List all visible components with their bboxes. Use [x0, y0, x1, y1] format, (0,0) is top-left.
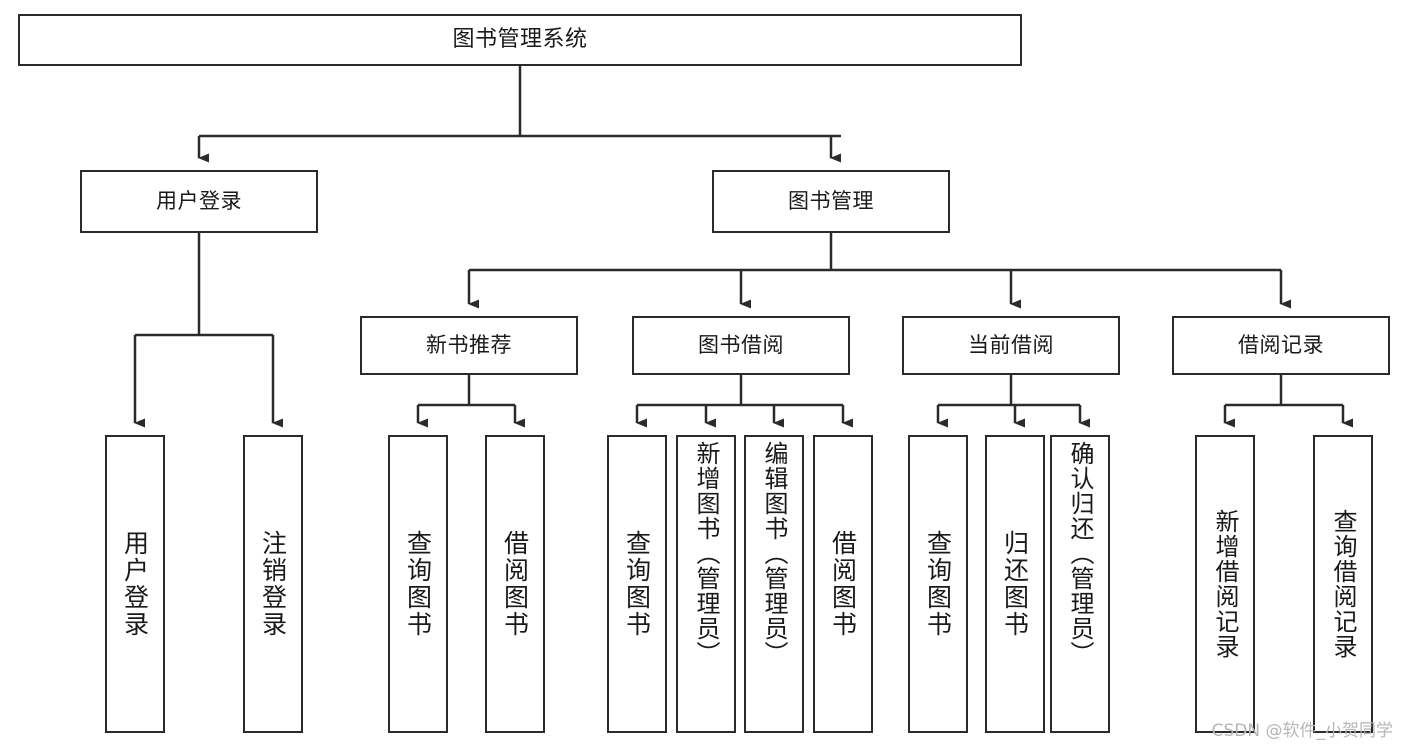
node-leaf-rec-add-label: 新增借阅记录: [1211, 509, 1239, 659]
node-leaf-user-login[interactable]: 用户登录: [105, 435, 165, 733]
node-leaf-rec-query[interactable]: 查询图书: [388, 435, 448, 733]
node-leaf-user-logout[interactable]: 注销登录: [243, 435, 303, 733]
node-new-book-rec-label: 新书推荐: [426, 333, 512, 358]
node-leaf-cur-return[interactable]: 归还图书: [985, 435, 1045, 733]
node-leaf-borrow-query[interactable]: 查询图书: [607, 435, 667, 733]
csdn-watermark: CSDN @软件_小贺同学: [1211, 721, 1393, 741]
node-leaf-cur-return-label: 归还图书: [1000, 530, 1030, 638]
node-leaf-user-login-label: 用户登录: [120, 530, 150, 638]
node-leaf-rec-borrow-label: 借阅图书: [500, 530, 530, 638]
node-borrow-record[interactable]: 借阅记录: [1172, 316, 1390, 375]
node-book-manage-label: 图书管理: [788, 189, 874, 214]
node-leaf-cur-query[interactable]: 查询图书: [908, 435, 968, 733]
node-book-borrow-label: 图书借阅: [698, 333, 784, 358]
node-current-borrow-label: 当前借阅: [968, 333, 1054, 358]
node-leaf-borrow-add-label: 新增图书（管理员）: [692, 441, 720, 666]
node-leaf-cur-query-label: 查询图书: [923, 530, 953, 638]
node-book-borrow[interactable]: 图书借阅: [632, 316, 850, 375]
node-leaf-rec-search-label: 查询借阅记录: [1329, 509, 1357, 659]
node-leaf-rec-search[interactable]: 查询借阅记录: [1313, 435, 1373, 733]
node-root-label: 图书管理系统: [452, 27, 588, 53]
node-leaf-borrow-edit[interactable]: 编辑图书（管理员）: [744, 435, 804, 733]
node-leaf-rec-add[interactable]: 新增借阅记录: [1195, 435, 1255, 733]
node-leaf-cur-confirm-label: 确认归还（管理员）: [1066, 441, 1094, 666]
node-book-manage[interactable]: 图书管理: [712, 170, 950, 233]
node-leaf-borrow-query-label: 查询图书: [622, 530, 652, 638]
node-leaf-user-logout-label: 注销登录: [258, 530, 288, 638]
node-leaf-borrow-lend-label: 借阅图书: [828, 530, 858, 638]
node-leaf-borrow-edit-label: 编辑图书（管理员）: [760, 441, 788, 666]
node-leaf-cur-confirm[interactable]: 确认归还（管理员）: [1050, 435, 1110, 733]
node-user-login-label: 用户登录: [156, 189, 242, 214]
node-leaf-borrow-add[interactable]: 新增图书（管理员）: [676, 435, 736, 733]
node-root[interactable]: 图书管理系统: [18, 14, 1022, 66]
node-leaf-borrow-lend[interactable]: 借阅图书: [813, 435, 873, 733]
node-new-book-rec[interactable]: 新书推荐: [360, 316, 578, 375]
node-user-login[interactable]: 用户登录: [80, 170, 318, 233]
node-leaf-rec-query-label: 查询图书: [403, 530, 433, 638]
node-leaf-rec-borrow[interactable]: 借阅图书: [485, 435, 545, 733]
node-current-borrow[interactable]: 当前借阅: [902, 316, 1120, 375]
node-borrow-record-label: 借阅记录: [1238, 333, 1324, 358]
